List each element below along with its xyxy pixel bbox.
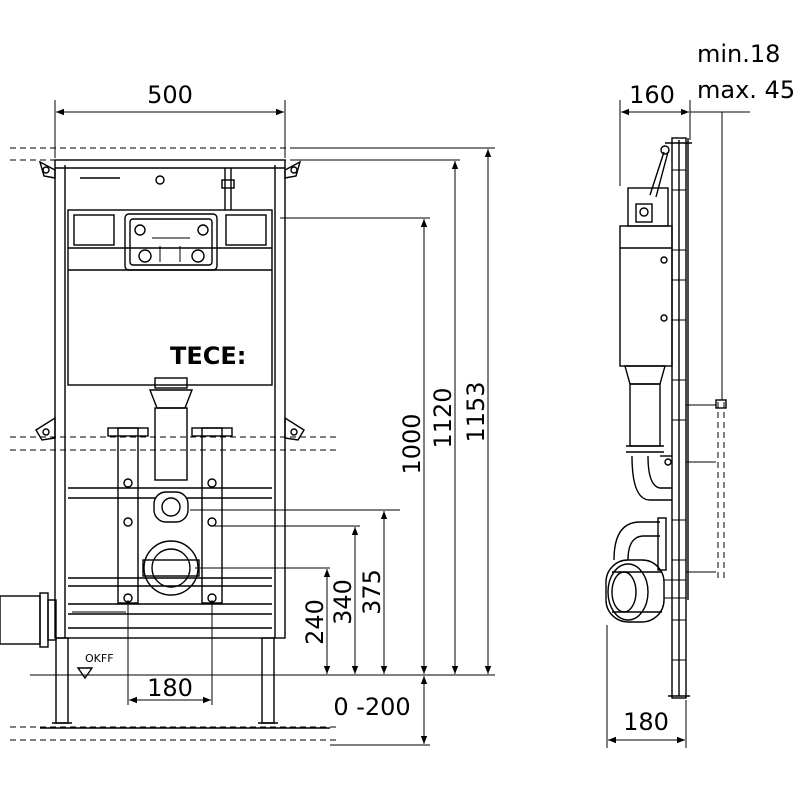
side-lever [649, 145, 670, 198]
side-wall-bracket [686, 399, 727, 580]
dim-height-1120: 1120 [429, 161, 459, 674]
side-rail [665, 137, 692, 699]
side-cistern [619, 187, 673, 501]
side-drain-bend [605, 517, 686, 623]
dim-1153-label: 1153 [462, 381, 490, 442]
dim-height-1153: 1153 [462, 149, 492, 674]
lower-frame: OKFF [0, 407, 340, 729]
floor-level-label: OKFF [85, 652, 114, 665]
dim-160-label: 160 [629, 81, 675, 109]
dim-height-375: 375 [358, 511, 388, 674]
wall-lines-top [10, 147, 340, 741]
frame [35, 159, 305, 724]
dim-1000-label: 1000 [398, 413, 426, 474]
dim-extension-lines [190, 147, 495, 676]
dim-180-front-label: 180 [147, 674, 193, 702]
dim-height-240: 240 [301, 569, 331, 674]
dim-375-label: 375 [358, 569, 386, 615]
dim-height-1000: 1000 [398, 219, 428, 674]
brand-logo: TECE: [170, 342, 246, 370]
dim-spacing-180: 180 [127, 600, 213, 705]
dim-adjust-0-200: 0 -200 [330, 676, 430, 746]
dim-500-label: 500 [147, 81, 193, 109]
dim-height-340: 340 [329, 527, 359, 674]
dim-depth-160: 160 [619, 81, 691, 186]
dim-0-200-label: 0 -200 [333, 693, 410, 721]
cistern: TECE: [67, 168, 273, 409]
front-view: TECE: [0, 81, 495, 746]
dim-wall-thickness: min.18 max. 45 [690, 40, 795, 400]
dim-width-500: 500 [54, 81, 286, 158]
dim-240-label: 240 [301, 599, 329, 645]
dim-depth-180-side: 180 [606, 625, 687, 748]
dim-max-label: max. 45 [697, 76, 795, 104]
side-view: 160 min.18 max. 45 180 [605, 40, 795, 748]
dim-min-label: min.18 [697, 40, 780, 68]
dim-180-side-label: 180 [623, 708, 669, 736]
dim-1120-label: 1120 [429, 387, 457, 448]
dim-340-label: 340 [329, 579, 357, 625]
